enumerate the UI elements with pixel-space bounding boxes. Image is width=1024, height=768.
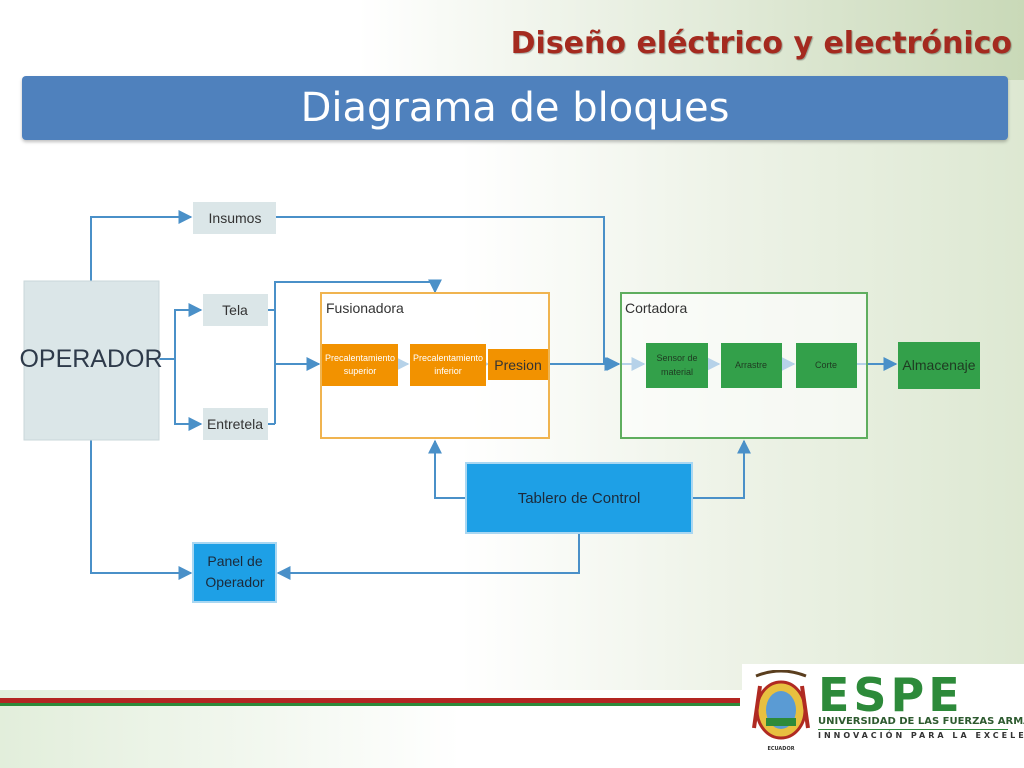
operador-label: OPERADOR <box>19 345 162 373</box>
espe-wordmark: ESPE <box>818 668 964 722</box>
arrow-merge-top <box>274 279 442 424</box>
precal-sup-line2: superior <box>344 366 377 376</box>
arrow-tablero-cortadora <box>692 439 751 499</box>
cortadora-block: Cortadora Sensor de material Arrastre Co… <box>620 292 868 439</box>
almacenaje-label: Almacenaje <box>902 357 975 373</box>
tela-label: Tela <box>222 302 248 318</box>
panel-line1: Panel de <box>207 553 262 569</box>
almacenaje-block: Almacenaje <box>898 342 980 389</box>
connectors <box>90 210 898 580</box>
section-title: Diseño eléctrico y electrónico <box>510 26 1012 61</box>
corte-block: Corte <box>796 343 857 388</box>
panel-line2: Operador <box>205 574 264 590</box>
precal-inf-line2: inferior <box>434 366 462 376</box>
arrastre-block: Arrastre <box>721 343 782 388</box>
insumos-block: Insumos <box>193 202 276 234</box>
precalentamiento-superior-block: Precalentamiento superior <box>322 344 398 386</box>
arrow-tablero-panel <box>276 533 580 580</box>
espe-logo: ECUADOR <box>742 664 1024 768</box>
arrastre-label: Arrastre <box>735 360 767 370</box>
arrow-split-entretela <box>174 359 203 431</box>
arrow-operador-insumos <box>90 210 193 282</box>
sensor-line1: Sensor de <box>656 353 697 363</box>
title-bar: Diagrama de bloques <box>22 76 1008 140</box>
footer-stripe-green <box>0 703 740 706</box>
entretela-block: Entretela <box>203 408 268 440</box>
tela-block: Tela <box>203 294 268 326</box>
fusionadora-block: Fusionadora Precalentamiento superior Pr… <box>320 292 550 439</box>
university-motto: INNOVACIÓN PARA LA EXCELENCIA <box>818 731 1024 740</box>
precalentamiento-inferior-block: Precalentamiento inferior <box>410 344 486 386</box>
logo-divider <box>818 729 1008 730</box>
presion-label: Presion <box>494 357 541 373</box>
corte-label: Corte <box>815 360 837 370</box>
presion-block: Presion <box>488 349 548 380</box>
panel-operador-block: Panel de Operador <box>192 542 277 603</box>
precal-inf-line1: Precalentamiento <box>413 353 483 363</box>
slide-title: Diagrama de bloques <box>300 85 730 131</box>
footer-stripe-red <box>0 698 740 703</box>
arrow-operador-panel <box>90 440 193 580</box>
tablero-label: Tablero de Control <box>518 490 641 507</box>
fusionadora-label: Fusionadora <box>326 300 404 316</box>
operador-block: OPERADOR <box>19 280 163 441</box>
tablero-control-block: Tablero de Control <box>465 462 693 534</box>
sensor-line2: material <box>661 367 693 377</box>
header-background <box>0 0 1024 80</box>
entretela-label: Entretela <box>207 416 263 432</box>
university-name: UNIVERSIDAD DE LAS FUERZAS ARMADAS <box>818 716 1024 727</box>
insumos-label: Insumos <box>209 210 262 226</box>
arrow-tablero-fusionadora <box>428 439 466 499</box>
sensor-material-block: Sensor de material <box>646 343 708 388</box>
precal-sup-line1: Precalentamiento <box>325 353 395 363</box>
seal-icon: ECUADOR <box>752 670 810 752</box>
seal-caption: ECUADOR <box>767 746 794 752</box>
arrow-split-tela <box>174 303 203 359</box>
cortadora-label: Cortadora <box>625 300 687 316</box>
